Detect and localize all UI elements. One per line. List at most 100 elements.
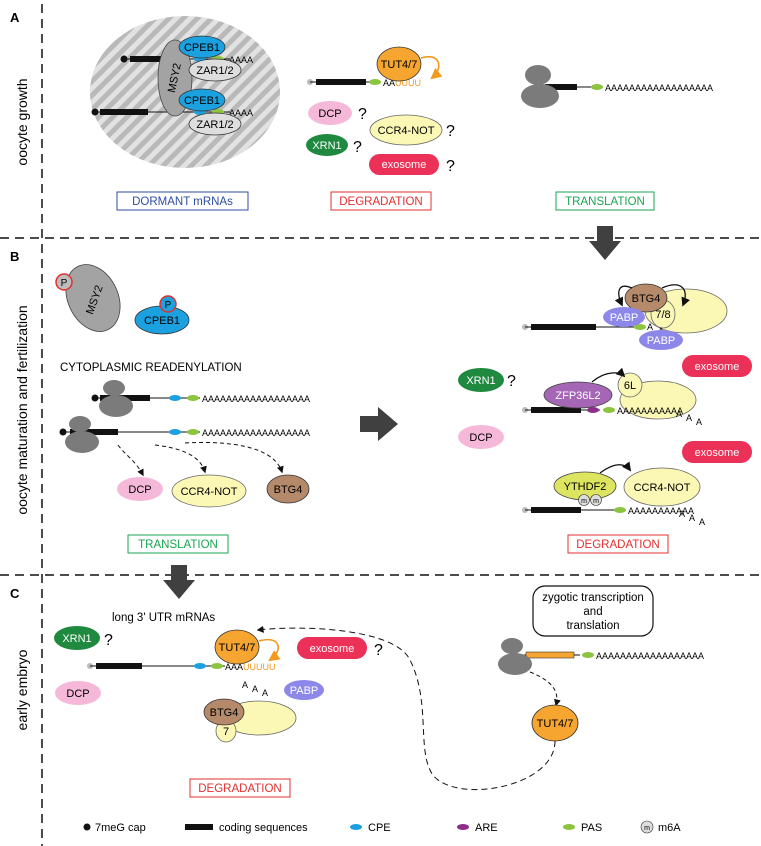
recruitment-arrow	[591, 367, 626, 383]
subunit-7: 7	[223, 726, 229, 738]
zygotic-box	[532, 585, 654, 637]
ribosome-large	[521, 84, 559, 108]
coding-sequence	[316, 79, 366, 85]
ribosome-large	[99, 395, 133, 417]
down-arrow	[163, 565, 195, 599]
pas-mark	[614, 507, 626, 513]
zygotic-line-3: translation	[566, 620, 619, 632]
phospho-label: P	[165, 300, 172, 311]
subunit-6l: 6L	[624, 380, 636, 392]
xrn1-protein	[54, 626, 100, 650]
tut47-protein	[214, 629, 260, 665]
xrn1-protein	[458, 368, 504, 392]
legend-cap-icon	[83, 823, 91, 831]
ccr4-not-label: CCR4-NOT	[181, 486, 238, 498]
coding-sequence	[531, 507, 581, 513]
poly-a-tail: A	[242, 680, 248, 690]
subunit-7-8: 7/8	[655, 309, 670, 321]
degradation-c-label: DEGRADATION	[198, 783, 282, 795]
poly-a-tail: AAAAAAAAAAA	[617, 406, 683, 416]
pabp-protein	[284, 680, 324, 700]
degradation-a-group: AAUUUU TUT4/7 DCP ? CCR4-NOT ? XRN1 ? ex…	[306, 46, 455, 175]
dcp-label: DCP	[128, 484, 151, 496]
coding-sequence	[531, 324, 596, 330]
pas-mark	[582, 652, 594, 658]
are-mark	[587, 407, 599, 413]
legend-pas-label: PAS	[581, 822, 602, 834]
zygotic-line-2: and	[583, 606, 602, 618]
poly-a-tail: A	[647, 322, 653, 332]
ccr4-not-label: CCR4-NOT	[634, 482, 691, 494]
exosome-label: exosome	[310, 643, 355, 655]
poly-a-tail: AAAA	[229, 55, 253, 65]
legend-cap-label: 7meG cap	[95, 822, 146, 834]
question-mark: ?	[507, 373, 516, 390]
xrn1-label: XRN1	[62, 633, 91, 645]
dashed-arrow	[184, 442, 284, 474]
exosome-protein	[682, 355, 752, 377]
btg4-protein	[266, 474, 310, 504]
tut47-protein	[376, 46, 422, 82]
zar-label: ZAR1/2	[196, 119, 233, 131]
stage-maturation-fertilization: oocyte maturation and fertilization	[14, 305, 30, 514]
readenylated-mrnas: AAAAAAAAAAAAAAAAAA AAAAAAAAAAAAAAAAAA DC…	[59, 380, 310, 508]
pas-mark	[211, 663, 223, 669]
question-mark: ?	[374, 642, 383, 659]
coding-sequence	[100, 109, 148, 115]
ribosome-large	[498, 653, 532, 675]
ythdf2-label: YTHDF2	[564, 481, 607, 493]
recruitment-arrow	[661, 284, 690, 307]
question-mark: ?	[446, 158, 455, 175]
msy2-protein	[65, 264, 121, 332]
coding-sequence-tut47	[525, 651, 575, 659]
phospho-mark	[55, 273, 73, 291]
pabp-label: PABP	[610, 312, 639, 324]
zfp36l2-deadenylation: 6L AAAAAAAAAAA A A A ZFP36L2	[522, 367, 702, 427]
ccr4-not-label: CCR4-NOT	[378, 125, 435, 137]
ythdf2-deadenylation: AAAAAAAAAAA A A A CCR4-NOT YTHDF2 m m	[522, 461, 705, 527]
ccr4-subunit	[617, 372, 643, 398]
exosome-label: exosome	[695, 447, 740, 459]
m6a-label: m	[593, 498, 599, 505]
ccr4-not-protein	[171, 474, 247, 508]
poly-a-tail: AAAAAAAAAAA	[628, 506, 694, 516]
cpeb1-protein	[178, 88, 226, 112]
zfp36l2-protein	[543, 381, 613, 409]
ribosome-small	[525, 65, 551, 85]
dormant-mrnas-label: DORMANT mRNAs	[132, 196, 233, 208]
cpe-mark	[169, 429, 181, 435]
poly-a-tail: A	[676, 409, 682, 419]
poly-a-tail: A	[696, 417, 702, 427]
pas-mark	[187, 429, 199, 435]
legend-are-icon	[457, 824, 469, 830]
dashed-arrow	[529, 671, 561, 707]
question-mark: ?	[446, 123, 455, 140]
panel-a-letter: A	[10, 10, 20, 25]
legend-pas-icon	[563, 824, 575, 830]
poly-a-tail: A	[699, 517, 705, 527]
pas-mark	[187, 395, 199, 401]
phospho-label: P	[61, 278, 68, 289]
poly-a-tail: AAAAAAAAAAAAAAAAAA	[202, 428, 310, 438]
zygotic-line-1: zygotic transcription	[542, 592, 644, 604]
legend-are-label: ARE	[475, 822, 498, 834]
ccr4-not-protein	[369, 114, 443, 146]
btg4-deadenylation: 7/8 A A A BTG4 PABP PABP	[522, 283, 728, 350]
poly-a-tail: AAAA	[229, 108, 253, 118]
oligouridylated-tail: AAAUUUUU	[225, 662, 276, 672]
dcp-protein	[308, 101, 352, 125]
poly-a-tail: AAAAAAAAAAAAAAAAAA	[605, 83, 713, 93]
pabp-label: PABP	[290, 685, 319, 697]
dcp-label: DCP	[318, 108, 341, 120]
btg4-label: BTG4	[632, 293, 661, 305]
phosphorylated-proteins: MSY2 P CPEB1 P	[55, 264, 190, 335]
stage-early-embryo: early embryo	[14, 649, 30, 730]
oligouridylated-tail: AAUUUU	[383, 78, 421, 88]
dashed-arrow	[117, 444, 144, 477]
panel-dividers	[0, 4, 761, 846]
translation-b-label: TRANSLATION	[138, 539, 218, 551]
pabp-label: PABP	[647, 335, 676, 347]
degradation-b-label: DEGRADATION	[576, 539, 660, 551]
ccr4-not-protein	[623, 467, 701, 507]
